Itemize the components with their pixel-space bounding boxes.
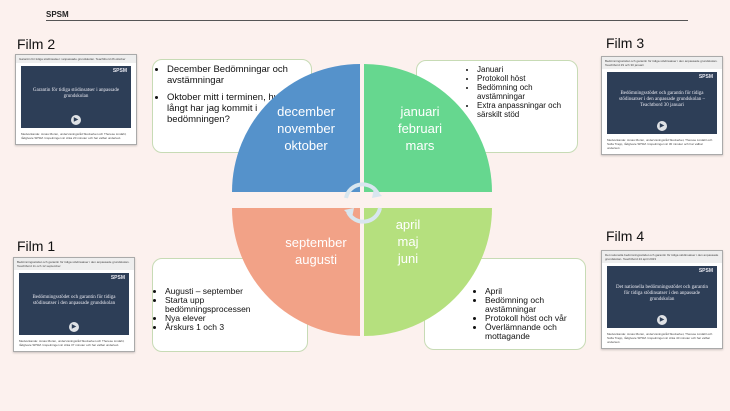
box-item: April — [485, 287, 579, 296]
film-4-label: Film 4 — [606, 228, 645, 244]
month-label: december — [277, 103, 335, 119]
video-description: Medverkande: Jonas Morén, undervisningsr… — [607, 332, 713, 344]
box-item: Augusti – september — [165, 287, 257, 296]
video-title: Det nationella bedömningsstödet och gara… — [616, 285, 708, 302]
header-divider — [46, 20, 688, 21]
month-label: juni — [397, 251, 419, 266]
video-brand: SPSM — [110, 275, 125, 281]
box-item: Protokoll höst och vår — [485, 314, 579, 323]
box-item: Årskurs 1 och 3 — [165, 323, 257, 332]
box-item: Bedömning och avstämningar — [477, 83, 571, 101]
video-brand: SPSM — [698, 74, 713, 80]
box-item: Nya elever — [165, 314, 257, 323]
quadrant-q1: september augusti — [232, 208, 360, 336]
film-1-label: Film 1 — [17, 238, 56, 254]
play-icon[interactable]: ▶ — [71, 115, 81, 125]
video-player[interactable]: SPSM Det nationella bedömningsstödet och … — [607, 266, 717, 328]
video-title: Garantin för tidiga stödinsatser i anpas… — [32, 88, 120, 99]
video-player[interactable]: SPSM Bedömningsstödet och garantin för ti… — [607, 72, 717, 134]
film-3-label: Film 3 — [606, 35, 645, 51]
cycle-arrows-icon — [344, 182, 382, 224]
video-brand: SPSM — [698, 268, 713, 274]
box-item: Januari — [477, 65, 571, 74]
video-title: Bedömningsstödet och garantin för tidiga… — [619, 91, 705, 108]
film-4-video[interactable]: Det nationella bedömningsstödet och gara… — [601, 250, 723, 349]
box-item: Starta upp bedömningsprocessen — [165, 296, 257, 314]
box-spring: AprilBedömning och avstämningarProtokoll… — [424, 258, 586, 350]
video-description: Medverkande: Jonas Morén, undervisningsr… — [607, 138, 713, 150]
film-2-label: Film 2 — [17, 36, 56, 52]
month-label: augusti — [295, 252, 337, 267]
month-label: september — [285, 235, 347, 250]
film-2-video[interactable]: Garantin för tidiga stödinsatser i anpas… — [15, 54, 137, 145]
film-3-video[interactable]: Bedömningsstödet och garantin för tidiga… — [601, 56, 723, 155]
box-item: Överlämnande och mottagande — [485, 323, 579, 341]
play-icon[interactable]: ▶ — [657, 121, 667, 131]
video-description: Medverkande: Jonas Morén, undervisningsr… — [19, 339, 125, 347]
video-caption: Bedömningsstödet och garantin för tidiga… — [14, 258, 134, 270]
video-player[interactable]: SPSM Bedömningsstödet och garantin för ti… — [19, 273, 129, 335]
box-item: December Bedömningar och avstämningar — [167, 64, 307, 86]
film-1-video[interactable]: Bedömningsstödet och garantin för tidiga… — [13, 257, 135, 352]
month-label: mars — [405, 137, 435, 153]
month-label: maj — [397, 234, 419, 249]
video-brand: SPSM — [112, 68, 127, 74]
month-label: november — [277, 120, 335, 136]
month-label: februari — [397, 120, 443, 136]
video-caption: Garantin för tidiga stödinsatser i anpas… — [16, 55, 136, 63]
video-player[interactable]: SPSM Garantin för tidiga stödinsatser i a… — [21, 66, 131, 128]
month-label: april — [395, 217, 421, 232]
play-icon[interactable]: ▶ — [69, 322, 79, 332]
video-caption: Det nationella bedömningsstödet och gara… — [602, 251, 722, 263]
box-item: Protokoll höst — [477, 74, 571, 83]
video-title: Bedömningsstödet och garantin för tidiga… — [32, 295, 116, 306]
month-label: oktober — [284, 137, 328, 153]
spsm-logo: SPSM — [46, 10, 69, 19]
box-item: Extra anpassningar och särskilt stöd — [477, 101, 571, 119]
box-item: Oktober mitt i terminen, hur långt har j… — [167, 92, 307, 125]
month-label: januari — [400, 103, 440, 119]
video-caption: Bedömningsstödet och garantin för tidiga… — [602, 57, 722, 69]
video-description: Medverkande: Jonas Morén, undervisningsr… — [21, 132, 127, 140]
box-item: Bedömning och avstämningar — [485, 296, 579, 314]
play-icon[interactable]: ▶ — [657, 315, 667, 325]
